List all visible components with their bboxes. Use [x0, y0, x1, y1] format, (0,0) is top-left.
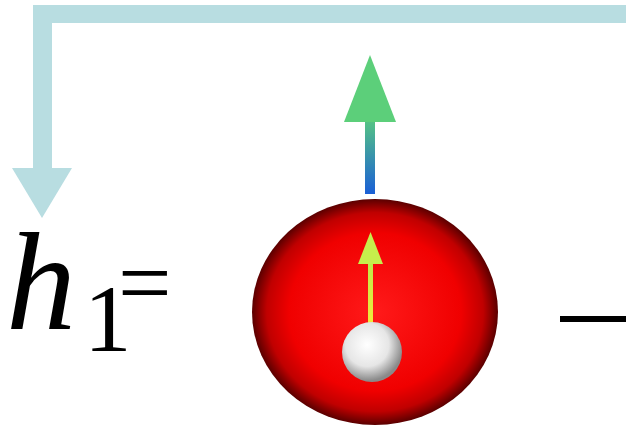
quark-ball	[342, 322, 402, 382]
symbol-letter: h	[6, 212, 76, 352]
feedback-arrow	[12, 5, 626, 218]
equals-sign: =	[118, 236, 172, 331]
quark-spin-arrow	[358, 232, 383, 326]
nucleon-sphere	[252, 199, 498, 425]
minus-dash	[560, 316, 626, 322]
spin-arrow	[344, 55, 396, 194]
